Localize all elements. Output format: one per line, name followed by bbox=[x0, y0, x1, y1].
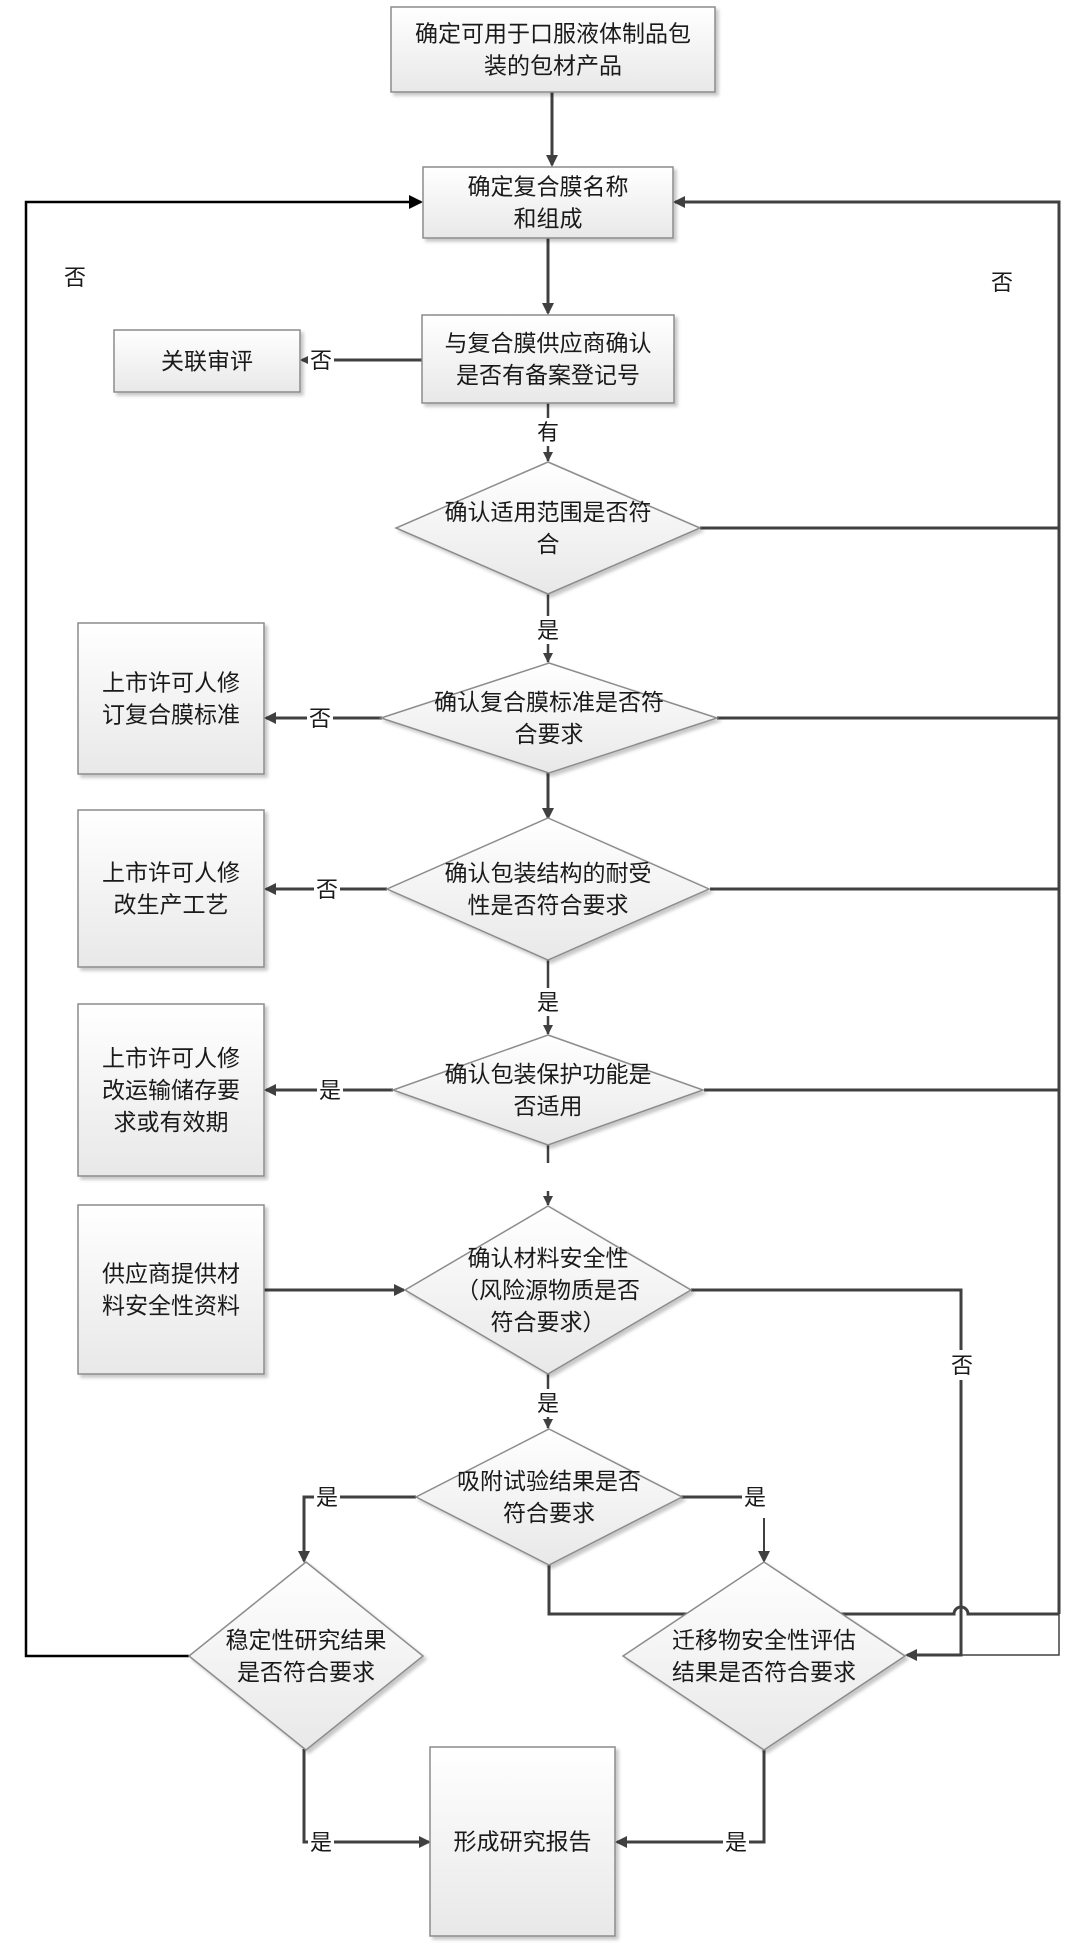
node-label-line: 上市许可人修 bbox=[102, 1046, 240, 1072]
node-label-line: 吸附试验结果是否 bbox=[457, 1469, 641, 1495]
node-label-line: 和组成 bbox=[514, 207, 583, 233]
node-label-line: 确认材料安全性 bbox=[468, 1246, 629, 1272]
edge-migration-to-report bbox=[615, 1749, 766, 1848]
edge-label-stability-yes: 是 bbox=[310, 1831, 332, 1856]
node-label-line: 装的包材产品 bbox=[484, 54, 622, 80]
process-box bbox=[422, 166, 674, 239]
node-label-line: 料安全性资料 bbox=[102, 1294, 240, 1320]
node-label-line: 供应商提供材 bbox=[102, 1262, 240, 1288]
node-label-line: 符合要求 bbox=[503, 1501, 595, 1527]
decision-diamond bbox=[621, 1561, 907, 1751]
process-box bbox=[421, 314, 675, 404]
edge-label-standard-no: 否 bbox=[309, 707, 331, 732]
edge-label-migration-yes: 是 bbox=[725, 1831, 747, 1856]
edge-label-supplier-has: 有 bbox=[537, 421, 559, 446]
edge-adsorption-to-stability bbox=[298, 1495, 416, 1563]
node-label-line: 确认包装结构的耐受 bbox=[445, 861, 652, 887]
edge-label-safety-no: 否 bbox=[951, 1354, 973, 1379]
edge-label-scope-yes: 是 bbox=[537, 619, 559, 644]
node-label-line: 形成研究报告 bbox=[454, 1830, 592, 1856]
edge-safety-no-migration bbox=[691, 1288, 963, 1350]
edge-label-adsorption-left-yes: 是 bbox=[316, 1486, 338, 1511]
node-label-line: 关联审评 bbox=[161, 349, 253, 375]
decision-diamond bbox=[187, 1561, 425, 1751]
loop-label-right-no: 否 bbox=[991, 271, 1013, 296]
node-label-line: 确认复合膜标准是否符 bbox=[434, 690, 664, 716]
node-label-line: 符合要求） bbox=[491, 1310, 606, 1336]
node-label-line: 迁移物安全性评估 bbox=[672, 1628, 856, 1654]
loop-label-left-no: 否 bbox=[64, 266, 86, 291]
edge-label-protection-no: 是 bbox=[319, 1079, 341, 1104]
edge-stability-no-left-loop bbox=[24, 195, 423, 1658]
process-box bbox=[77, 1204, 265, 1375]
process-box bbox=[429, 1746, 616, 1937]
node-label-line: 结果是否符合要求 bbox=[672, 1660, 856, 1686]
node-label-line: 稳定性研究结果 bbox=[226, 1628, 387, 1654]
edge-right-connector bbox=[961, 1614, 1060, 1656]
node-n-report: 形成研究报告 bbox=[429, 1746, 616, 1937]
process-box bbox=[77, 1003, 265, 1177]
node-label-line: 否适用 bbox=[514, 1094, 583, 1120]
edge-stability-to-report bbox=[302, 1749, 431, 1848]
node-label-line: 是否有备案登记号 bbox=[456, 363, 640, 389]
node-label-line: 合 bbox=[537, 532, 560, 558]
edge-label-durability-yes: 是 bbox=[537, 991, 559, 1016]
decision-diamond bbox=[414, 1428, 684, 1566]
decision-diamond bbox=[378, 662, 720, 774]
node-label-line: 求或有效期 bbox=[114, 1110, 229, 1136]
node-label-line: 上市许可人修 bbox=[102, 671, 240, 697]
node-label-line: 合要求 bbox=[515, 722, 584, 748]
process-box bbox=[113, 329, 301, 393]
decision-diamond bbox=[394, 461, 702, 595]
node-label-line: 改生产工艺 bbox=[114, 893, 229, 919]
node-label-line: 是否符合要求 bbox=[237, 1660, 375, 1686]
node-label-line: 确认包装保护功能是 bbox=[445, 1062, 652, 1088]
edge-label-durability-no: 否 bbox=[316, 878, 338, 903]
edge-label-supplier-no: 否 bbox=[310, 349, 332, 374]
edge-right-loop-main bbox=[673, 196, 1061, 1614]
node-label-line: 订复合膜标准 bbox=[102, 703, 240, 729]
node-label-line: 上市许可人修 bbox=[102, 861, 240, 887]
process-box bbox=[390, 6, 716, 93]
node-label-line: 改运输储存要 bbox=[102, 1078, 240, 1104]
node-label-line: 确定复合膜名称 bbox=[468, 175, 629, 201]
node-label-line: 与复合膜供应商确认 bbox=[445, 331, 652, 357]
edge-label-adsorption-right-yes: 是 bbox=[744, 1486, 766, 1511]
decision-diamond bbox=[403, 1205, 693, 1375]
node-n-review: 关联审评 bbox=[113, 329, 301, 393]
decision-diamond bbox=[390, 1034, 706, 1146]
edge-label-safety-yes: 是 bbox=[537, 1392, 559, 1417]
node-label-line: 确定可用于口服液体制品包 bbox=[415, 22, 691, 48]
node-label-line: 性是否符合要求 bbox=[468, 893, 629, 919]
decision-diamond bbox=[385, 817, 711, 961]
process-box bbox=[77, 809, 265, 968]
process-box bbox=[77, 622, 265, 775]
node-label-line: 确认适用范围是否符 bbox=[445, 500, 652, 526]
node-label-line: （风险源物质是否 bbox=[456, 1278, 640, 1304]
